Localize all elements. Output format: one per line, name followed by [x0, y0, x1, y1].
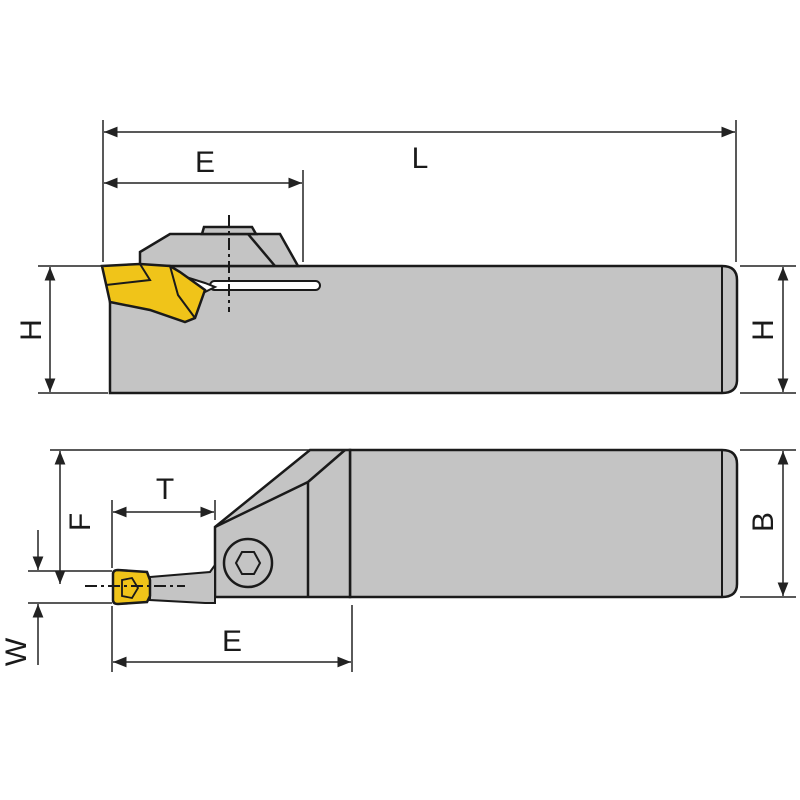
insert-top	[100, 262, 207, 324]
label-F: F	[64, 513, 97, 531]
hex-socket-icon	[234, 551, 262, 575]
top-view: L E H H	[15, 120, 796, 395]
label-H-left: H	[15, 319, 48, 341]
label-E-top: E	[195, 146, 215, 179]
label-T: T	[156, 473, 174, 506]
head-edges	[214, 449, 346, 597]
bottom-view: F T W E B	[0, 448, 796, 672]
label-E-bottom: E	[222, 625, 242, 658]
clamp-head	[138, 232, 301, 268]
clamp-top	[200, 225, 259, 236]
insert-top-edges	[105, 263, 196, 319]
shank-body-top	[108, 264, 739, 395]
label-B: B	[747, 512, 780, 532]
label-L: L	[412, 142, 429, 175]
label-W: W	[0, 637, 33, 666]
label-H-right: H	[747, 319, 780, 341]
clamp-edge	[247, 233, 276, 267]
coolant-slot	[209, 280, 321, 291]
insert-bottom-pocket	[121, 576, 140, 600]
shank-body-bottom	[348, 448, 739, 599]
blade	[149, 561, 216, 604]
